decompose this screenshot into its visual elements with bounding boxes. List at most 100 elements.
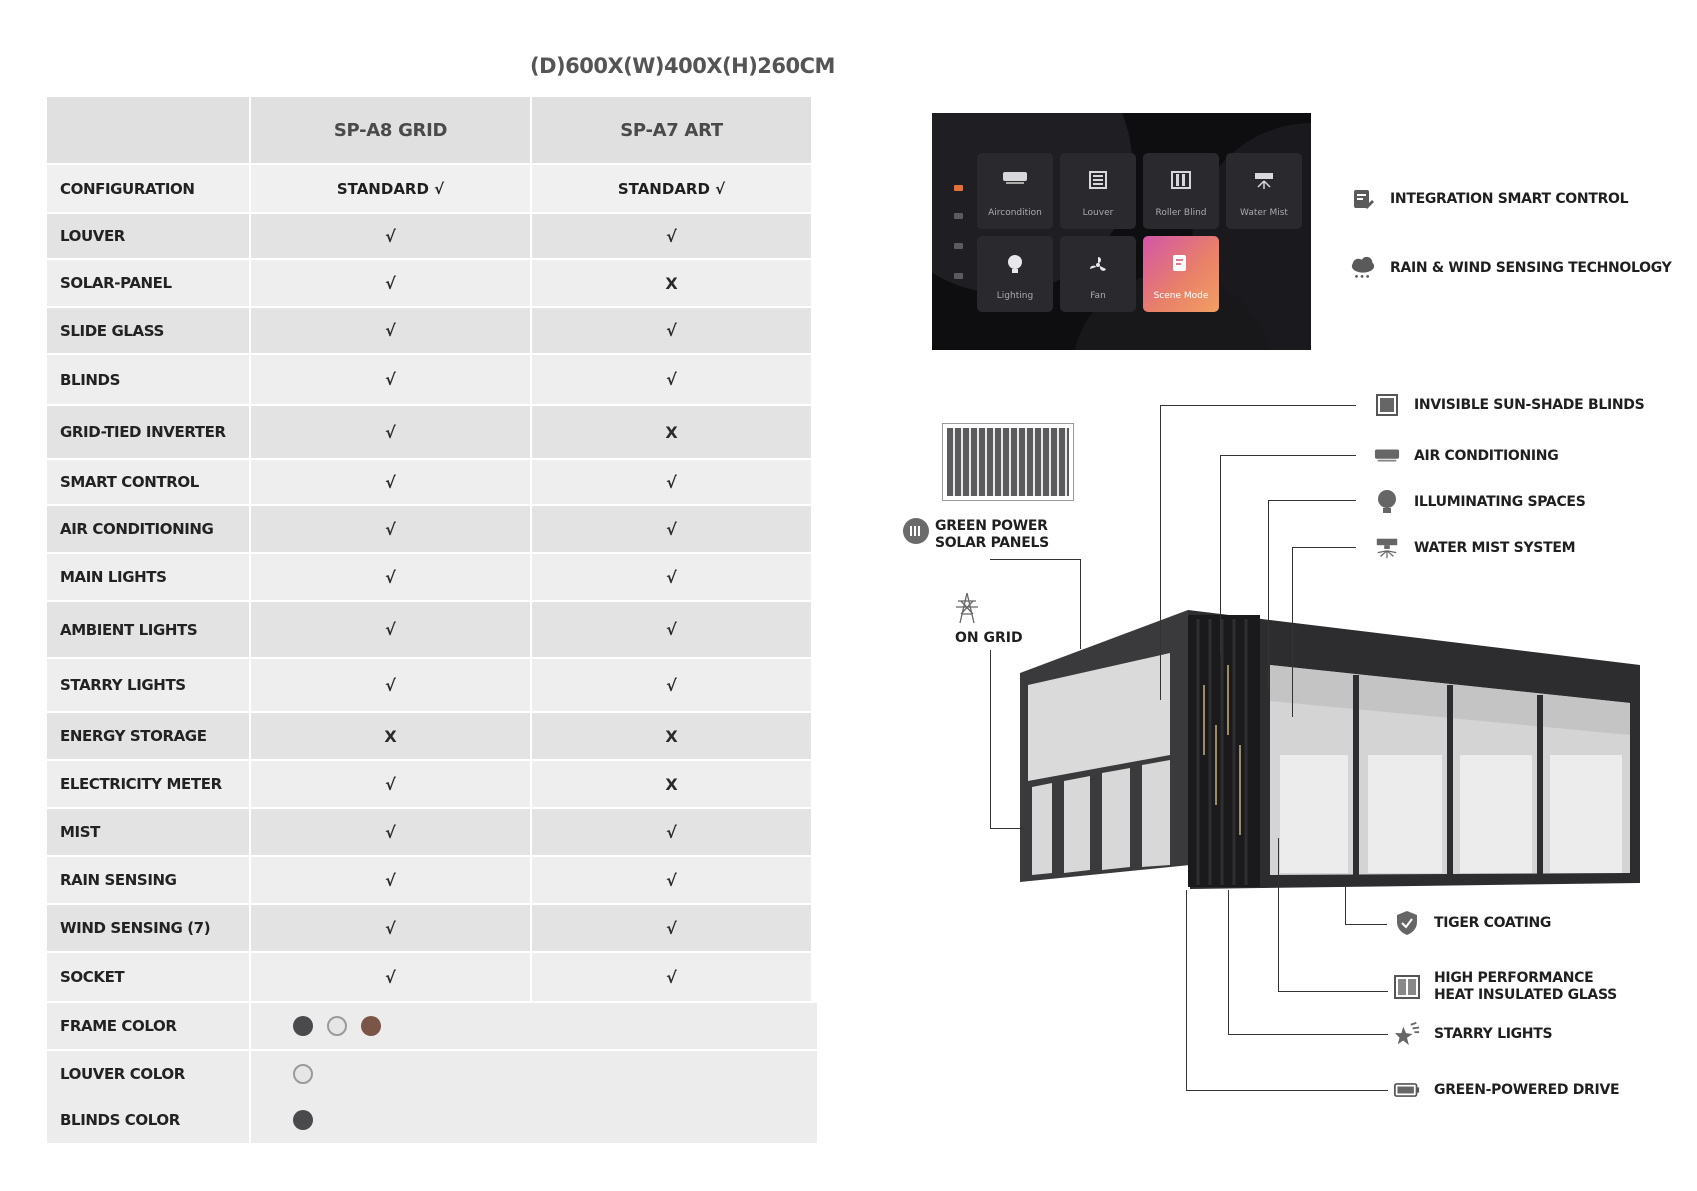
table-row: ELECTRICITY METER√X [47,761,817,807]
control-tile-label: Lighting [996,291,1034,301]
sp-a8-value: √ [251,857,530,903]
row-label: RAIN SENSING [47,857,249,903]
feature-label: AIR CONDITIONING [1414,448,1559,464]
feature-label: INVISIBLE SUN-SHADE BLINDS [1414,397,1645,413]
sp-a7-value: √ [532,857,811,903]
sp-a8-value: √ [251,761,530,807]
sp-a7-value: X [532,713,811,759]
sp-a8-value: √ [251,953,530,1001]
water-mist-icon [1253,171,1275,194]
row-label: AMBIENT LIGHTS [47,602,249,657]
sp-a8-value: √ [251,260,530,306]
row-label: CONFIGURATION [47,165,249,212]
color-row-label: BLINDS COLOR [47,1097,249,1143]
row-label: SMART CONTROL [47,460,249,504]
air-conditioner-icon [1374,443,1400,469]
sparkle-star-icon [1394,1021,1420,1047]
control-tile-scene-mode[interactable]: Scene Mode [1143,236,1219,312]
feature-label: STARRY LIGHTS [1434,1026,1553,1042]
table-row: RAIN SENSING√√ [47,857,817,903]
control-tile-water-mist[interactable]: Water Mist [1226,153,1302,229]
color-swatch [327,1016,347,1036]
control-tile-fan[interactable]: Fan [1060,236,1136,312]
feature-label: ILLUMINATING SPACES [1414,494,1586,510]
table-row: SOLAR-PANEL√X [47,260,817,306]
glass-label-line-2: HEAT INSULATED GLASS [1434,987,1617,1003]
feature-insulated-glass: HIGH PERFORMANCE HEAT INSULATED GLASS [1394,970,1617,1004]
sp-a7-value: √ [532,214,811,258]
feature-sun-shade-blinds: INVISIBLE SUN-SHADE BLINDS [1374,392,1645,418]
color-swatch [293,1064,313,1084]
sp-a8-value: √ [251,659,530,711]
water-mist-icon [1374,535,1400,561]
table-row: SOCKET√√ [47,953,817,1001]
solar-panels-label: SOLAR PANELS [935,535,1049,551]
sp-a7-value: √ [532,460,811,504]
control-tile-louver[interactable]: Louver [1060,153,1136,229]
feature-label: WATER MIST SYSTEM [1414,540,1576,556]
sp-a7-value: X [532,761,811,807]
table-row: MIST√√ [47,809,817,855]
feature-integration-smart-control: INTEGRATION SMART CONTROL [1350,186,1629,212]
shield-check-icon [1394,910,1420,936]
row-label: GRID-TIED INVERTER [47,406,249,458]
document-icon[interactable] [954,243,963,249]
row-label: AIR CONDITIONING [47,506,249,552]
row-label: SOLAR-PANEL [47,260,249,306]
sp-a7-value: √ [532,554,811,600]
lightbulb-icon [1374,489,1400,515]
scene-mode-icon [1172,254,1190,275]
color-swatch [361,1016,381,1036]
sp-a7-value: √ [532,308,811,353]
table-row: GRID-TIED INVERTER√X [47,406,817,458]
grid-icon[interactable] [954,213,963,219]
settings-icon[interactable] [954,273,963,279]
feature-label: INTEGRATION SMART CONTROL [1390,191,1629,207]
control-tile-aircondition[interactable]: Aircondition [977,153,1053,229]
table-row: SLIDE GLASS√√ [47,308,817,353]
green-power-label: GREEN POWER [935,518,1048,534]
table-row: MAIN LIGHTS√√ [47,554,817,600]
row-label: WIND SENSING (7) [47,905,249,951]
blinds-icon [1374,392,1400,418]
roller-blind-icon [1171,171,1191,192]
control-tile-lighting[interactable]: Lighting [977,236,1053,312]
home-icon[interactable] [954,185,963,191]
color-swatches [251,1097,817,1143]
sp-a7-value: X [532,260,811,306]
control-tile-roller-blind[interactable]: Roller Blind [1143,153,1219,229]
row-label: MIST [47,809,249,855]
color-row: BLINDS COLOR [47,1097,817,1143]
sp-a7-value: √ [532,602,811,657]
sp-a8-value: X [251,713,530,759]
row-label: ELECTRICITY METER [47,761,249,807]
table-row: SMART CONTROL√√ [47,460,817,504]
table-row: WIND SENSING (7)√√ [47,905,817,951]
dimensions-title: (D)600X(W)400X(H)260CM [530,54,835,78]
window-icon [1394,974,1420,1000]
glass-label-line-1: HIGH PERFORMANCE [1434,970,1594,986]
sp-a8-value: √ [251,460,530,504]
pergola-illustration [1020,605,1640,890]
sp-a8-value: √ [251,214,530,258]
control-tile-label: Louver [1082,208,1114,218]
sp-a7-value: X [532,406,811,458]
header-sp-a8-grid: SP-A8 GRID [251,97,530,163]
color-row-label: FRAME COLOR [47,1003,249,1049]
lightbulb-icon [1006,254,1024,279]
color-row-label: LOUVER COLOR [47,1051,249,1097]
louver-icon [1089,171,1107,192]
color-swatch [293,1016,313,1036]
feature-air-conditioning: AIR CONDITIONING [1374,443,1559,469]
sp-a7-value: STANDARD √ [532,165,811,212]
row-label: ENERGY STORAGE [47,713,249,759]
control-tile-label: Fan [1090,291,1106,301]
control-tile-label: Water Mist [1240,208,1288,218]
sp-a8-value: √ [251,602,530,657]
feature-green-powered-drive: GREEN-POWERED DRIVE [1394,1077,1620,1103]
color-swatch [293,1110,313,1130]
table-row: BLINDS√√ [47,355,817,404]
